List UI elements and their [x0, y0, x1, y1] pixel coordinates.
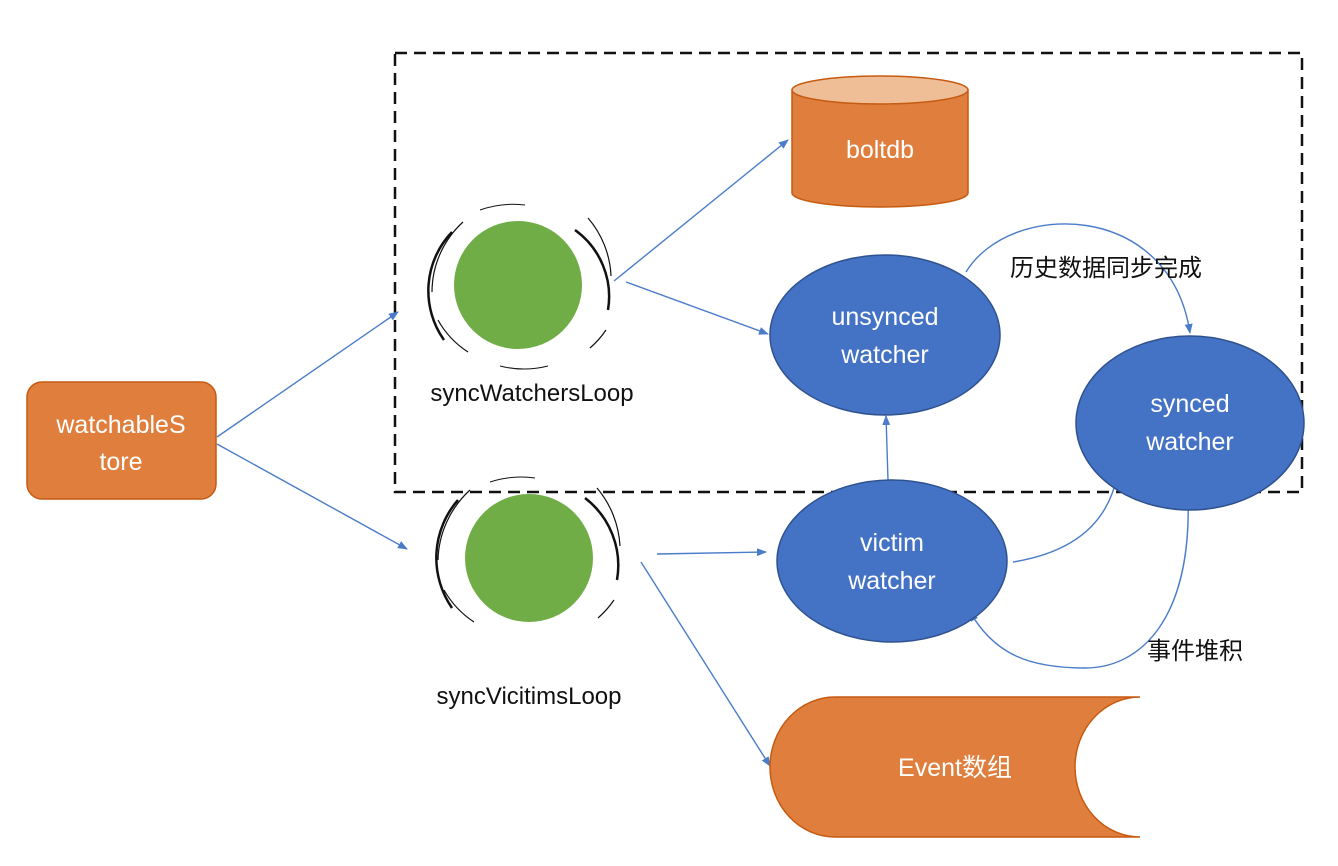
- unsynced-watcher-label-line1: unsynced: [831, 303, 938, 331]
- edge-victims-loop-to-event-array: [640, 561, 771, 767]
- watchable-store-label-line1: watchableS: [55, 411, 185, 439]
- boltdb-node: boltdb: [791, 75, 969, 208]
- edge-watchers-loop-to-boltdb: [613, 139, 789, 282]
- synced-watcher-node: synced watcher: [1075, 335, 1305, 511]
- victim-watcher-label-line1: victim: [860, 529, 924, 557]
- sync-watchers-loop-circle: [454, 221, 582, 349]
- boltdb-label: boltdb: [846, 136, 914, 164]
- edge-victims-loop-to-victim: [656, 548, 767, 557]
- edge-unsynced-to-synced: [965, 223, 1193, 334]
- sync-watchers-loop-spin-arcs: [427, 203, 612, 370]
- sync-watchers-loop-node: syncWatchersLoop: [427, 203, 634, 407]
- watchable-store-node: watchableS tore: [26, 381, 217, 500]
- watchable-store-box: [26, 381, 217, 500]
- event-array-label: Event数组: [898, 754, 1012, 782]
- unsynced-watcher-label-line2: watcher: [840, 341, 929, 369]
- dashed-boundary: [393, 51, 1304, 494]
- sync-victims-loop-node: syncVicitimsLoop: [435, 476, 622, 710]
- synced-watcher-label-line2: watcher: [1145, 428, 1234, 456]
- boltdb-cylinder-body: [791, 89, 969, 208]
- boltdb-cylinder-top: [791, 75, 969, 105]
- edge-watchers-loop-to-unsynced: [625, 281, 769, 335]
- event-backlog-label: 事件堆积: [1147, 638, 1243, 665]
- victim-watcher-label-line2: watcher: [847, 567, 936, 595]
- edge-victim-to-unsynced: [882, 415, 891, 481]
- sync-watchers-loop-label: syncWatchersLoop: [430, 380, 633, 407]
- event-array-node: Event数组: [769, 696, 1141, 838]
- history-sync-done-label: 历史数据同步完成: [1010, 255, 1202, 282]
- unsynced-watcher-node: unsynced watcher: [769, 254, 1001, 416]
- synced-watcher-label-line1: synced: [1150, 390, 1229, 418]
- edge-store-to-victims-loop: [216, 443, 408, 550]
- edge-store-to-watchers-loop: [216, 311, 399, 438]
- synced-watcher-ellipse: [1075, 335, 1305, 511]
- sync-victims-loop-circle: [465, 494, 593, 622]
- victim-watcher-ellipse: [776, 479, 1008, 643]
- edge-victim-to-synced: [1012, 475, 1120, 563]
- unsynced-watcher-ellipse: [769, 254, 1001, 416]
- sync-victims-loop-spin-arcs: [435, 476, 621, 623]
- event-array-shape: [769, 696, 1141, 838]
- watchable-store-label-line2: tore: [99, 448, 142, 476]
- victim-watcher-node: victim watcher: [776, 479, 1008, 643]
- edges: [216, 139, 1193, 767]
- sync-victims-loop-label: syncVicitimsLoop: [437, 683, 622, 710]
- edge-synced-to-victim: [969, 495, 1189, 669]
